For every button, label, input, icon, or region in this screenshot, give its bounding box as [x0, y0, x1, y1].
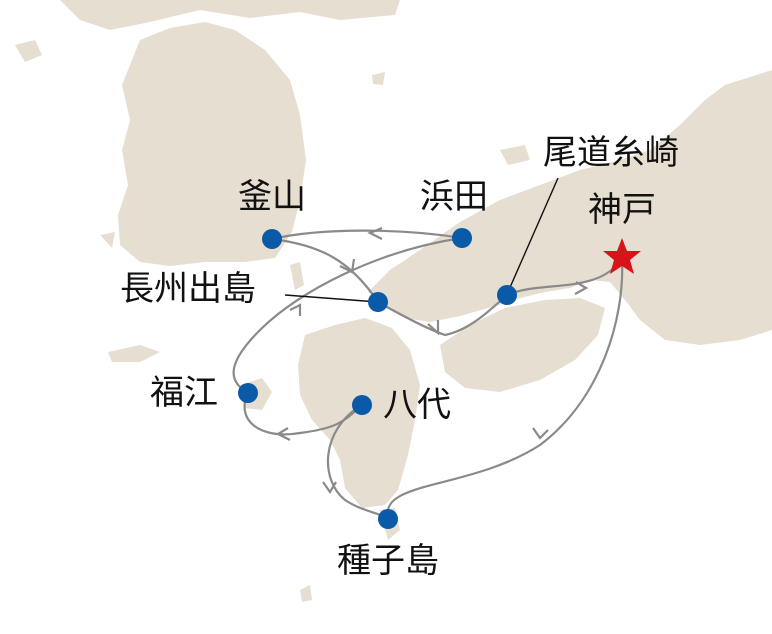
route-tanegashima-kobe — [386, 257, 624, 519]
jeju-island — [108, 345, 160, 362]
route-busan-nagato — [271, 237, 379, 303]
small-island — [372, 72, 385, 85]
land — [15, 0, 772, 602]
leader-lines — [284, 177, 559, 303]
arrow-icon — [289, 303, 302, 316]
arrow-icon — [322, 481, 337, 495]
label-onomichi: 尾道糸崎 — [543, 133, 679, 173]
routes — [232, 229, 624, 519]
label-tanegashima: 種子島 — [337, 541, 439, 581]
ports — [238, 228, 517, 529]
oki-islands — [500, 145, 530, 165]
arrow-icon — [339, 258, 356, 274]
label-busan: 釜山 — [238, 177, 306, 217]
china-island — [15, 40, 42, 62]
route-hamada-fukue — [232, 236, 463, 394]
label-yatsushiro: 八代 — [383, 385, 451, 425]
route-hamada-busan — [271, 229, 463, 241]
port-onomichi-marker[interactable] — [497, 285, 517, 305]
arrow-icon — [427, 320, 440, 336]
route-arrows — [275, 226, 589, 495]
arrow-icon — [574, 281, 589, 295]
label-kobe: 神戸 — [588, 190, 656, 230]
leader-line-onomichi — [507, 177, 559, 293]
arrow-icon — [532, 427, 549, 440]
label-hamada: 浜田 — [420, 177, 488, 217]
leader-line-nagato — [284, 294, 379, 303]
star-icon[interactable] — [603, 238, 641, 274]
small-island — [300, 585, 312, 602]
small-island — [100, 232, 115, 248]
korea-peninsula — [118, 22, 306, 266]
arrow-icon — [367, 226, 383, 240]
port-hamada-marker[interactable] — [452, 228, 472, 248]
route-nagato-onomichi — [377, 294, 508, 337]
port-yatsushiro-marker[interactable] — [352, 395, 372, 415]
arrow-icon — [275, 427, 291, 441]
shikoku — [440, 298, 605, 392]
tsushima — [290, 262, 304, 290]
label-nagato: 長州出島 — [120, 269, 256, 309]
label-fukue: 福江 — [150, 373, 218, 413]
honshu — [368, 70, 772, 345]
port-tanegashima-marker[interactable] — [378, 509, 398, 529]
route-yatsushiro-tanegashima — [326, 404, 389, 519]
mainland-asia — [60, 0, 400, 30]
port-nagato-marker[interactable] — [368, 292, 388, 312]
port-fukue-marker[interactable] — [238, 383, 258, 403]
port-busan-marker[interactable] — [262, 229, 282, 249]
